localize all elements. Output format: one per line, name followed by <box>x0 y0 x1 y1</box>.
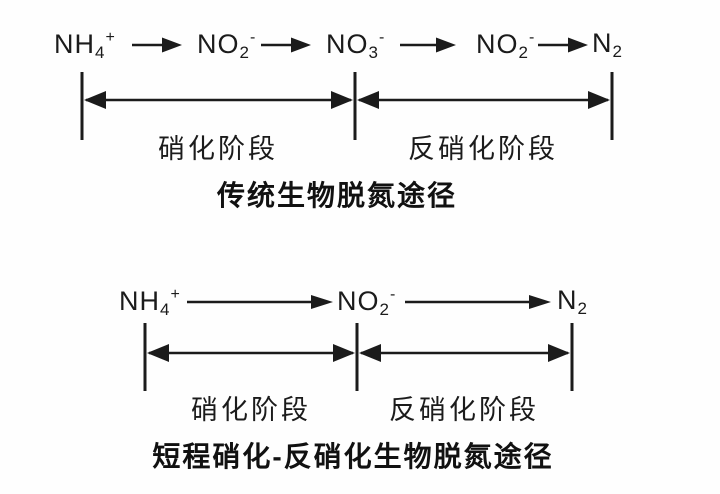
nitrification-stage-label: 硝化阶段 <box>158 134 278 164</box>
species-subscript: 4 <box>95 43 105 62</box>
denitrification-stage-label: 反硝化阶段 <box>389 395 539 425</box>
reaction-arrow-icon <box>538 37 588 53</box>
reaction-arrow-icon <box>132 37 182 53</box>
reaction-arrow-icon <box>261 37 311 53</box>
species-base: NO <box>326 29 369 59</box>
nitrification-span-arrow <box>84 91 353 109</box>
species-no2: NO2- <box>197 29 256 62</box>
species-superscript: + <box>105 29 115 46</box>
reaction-arrow-icon <box>400 37 456 53</box>
nitrification-stage-label: 硝化阶段 <box>191 395 311 425</box>
species-subscript: 2 <box>239 43 249 62</box>
species-base: NO <box>337 286 380 316</box>
species-base: N <box>592 28 613 58</box>
species-subscript: 2 <box>612 42 622 61</box>
nitrification-span-arrow <box>147 344 355 362</box>
species-superscript: - <box>389 286 396 303</box>
species-no2: NO2- <box>337 286 396 319</box>
denitrification-stage-label: 反硝化阶段 <box>408 134 558 164</box>
species-subscript: 4 <box>160 300 170 319</box>
arrow-head <box>568 37 588 53</box>
species-superscript: - <box>249 29 256 46</box>
species-base: N <box>557 285 578 315</box>
species-no3: NO3- <box>326 29 385 62</box>
species-superscript: - <box>528 29 535 46</box>
reaction-arrow-icon <box>405 295 551 309</box>
traditional-stage-spans <box>80 72 614 140</box>
species-nh4: NH4+ <box>119 286 180 319</box>
species-no2: NO2- <box>476 29 535 62</box>
arrow-head <box>291 37 311 53</box>
reaction-arrow-icon <box>187 295 333 309</box>
arrow-head <box>436 37 456 53</box>
species-superscript: + <box>170 286 180 303</box>
arrow-head <box>162 37 182 53</box>
denitrification-span-arrow <box>357 91 610 109</box>
denitrification-span-arrow <box>359 344 570 362</box>
species-nh4: NH4+ <box>54 29 115 62</box>
arrow-head <box>529 295 551 309</box>
traditional-pathway-title: 传统生物脱氮途径 <box>216 180 458 211</box>
species-base: NO <box>197 29 240 59</box>
species-base: NH <box>119 286 160 316</box>
arrow-head <box>311 295 333 309</box>
species-n2: N2 <box>557 285 587 318</box>
species-n2: N2 <box>592 28 622 61</box>
species-subscript: 2 <box>379 300 389 319</box>
species-base: NO <box>476 29 519 59</box>
species-base: NH <box>54 29 95 59</box>
species-subscript: 3 <box>368 43 378 62</box>
shortcut-stage-spans <box>143 323 574 391</box>
shortcut-pathway-title: 短程硝化-反硝化生物脱氮途径 <box>152 441 554 472</box>
species-superscript: - <box>378 29 385 46</box>
species-subscript: 2 <box>577 299 587 318</box>
species-subscript: 2 <box>518 43 528 62</box>
